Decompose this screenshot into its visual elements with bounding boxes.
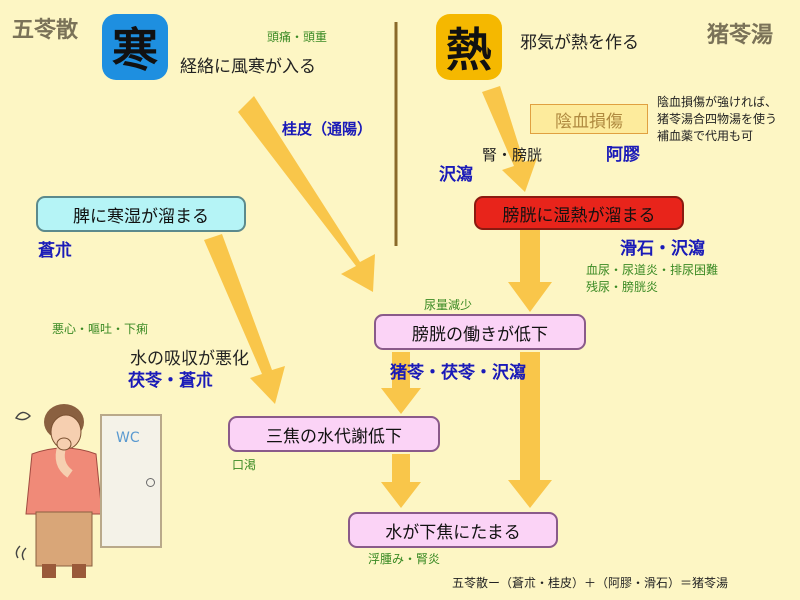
arrow-sanshou-to-water bbox=[381, 454, 421, 508]
yin-note-line: 補血薬で代用も可 bbox=[657, 129, 754, 143]
formula-name-goreisan: 五苓散 bbox=[12, 17, 79, 43]
bladder-work-box: 膀胱の働きが低下 bbox=[374, 314, 586, 350]
cold-symptom: 頭痛・頭重 bbox=[267, 30, 328, 44]
urinary-symptom: 血尿・尿道炎・排尿困難 bbox=[586, 263, 719, 277]
yin-note: 陰血損傷が強ければ、 猪苓湯合四物湯を使う 補血薬で代用も可 bbox=[657, 94, 777, 145]
thirst-label: 口渇 bbox=[232, 458, 257, 472]
formula-equation: 五苓散ー（蒼朮・桂皮）＋（阿膠・滑石）＝猪苓湯 bbox=[452, 576, 729, 590]
wc-label: WC bbox=[116, 430, 140, 446]
bukuryo-soujutsu-label: 茯苓・蒼朮 bbox=[128, 371, 213, 391]
urinary-symptom: 残尿・膀胱炎 bbox=[586, 280, 659, 294]
bladder-heat-box: 膀胱に湿熱が溜まる bbox=[474, 196, 684, 230]
sanshou-box: 三焦の水代謝低下 bbox=[228, 416, 440, 452]
kasseki-label: 滑石・沢瀉 bbox=[620, 239, 705, 259]
yin-note-line: 猪苓湯合四物湯を使う bbox=[657, 112, 778, 126]
door-knob bbox=[146, 478, 155, 487]
keihi-label: 桂皮（通陽） bbox=[282, 120, 373, 138]
cold-caption: 経絡に風寒が入る bbox=[180, 57, 316, 77]
arrow-heat-to-bladder bbox=[482, 86, 537, 192]
heat-caption: 邪気が熱を作る bbox=[520, 33, 639, 53]
arrow-cold-to-bladder-work bbox=[238, 96, 375, 292]
nausea-label: 悪心・嘔吐・下痢 bbox=[52, 322, 149, 336]
arrow-bladder-to-work bbox=[508, 230, 552, 312]
wc-door: WC bbox=[100, 414, 162, 548]
cold-badge: 寒 bbox=[102, 14, 168, 80]
soujutsu-label: 蒼朮 bbox=[38, 241, 72, 261]
chorei-set-label: 猪苓・茯苓・沢瀉 bbox=[390, 363, 526, 383]
yin-note-line: 陰血損傷が強ければ、 bbox=[657, 95, 778, 109]
takusha-label: 沢瀉 bbox=[439, 165, 473, 185]
urine-decrease: 尿量減少 bbox=[424, 298, 473, 312]
formula-name-choreito: 猪苓湯 bbox=[707, 22, 774, 48]
arrow-work-to-water bbox=[508, 352, 552, 508]
worry-scribble bbox=[15, 411, 31, 421]
urinary-symptoms: 血尿・尿道炎・排尿困難 残尿・膀胱炎 bbox=[586, 262, 718, 296]
arrow-spleen-to-sanshou bbox=[204, 234, 285, 404]
yin-damage-box: 陰血損傷 bbox=[530, 104, 648, 134]
spleen-box: 脾に寒湿が溜まる bbox=[36, 196, 246, 232]
kidney-label: 腎・膀胱 bbox=[482, 146, 543, 164]
arrow-work-to-sanshou bbox=[381, 352, 421, 414]
worried-person-illustration bbox=[15, 404, 103, 578]
absorb-label: 水の吸収が悪化 bbox=[130, 349, 249, 369]
heat-badge: 熱 bbox=[436, 14, 502, 80]
edema-label: 浮腫み・腎炎 bbox=[368, 552, 441, 566]
akyo-label: 阿膠 bbox=[606, 145, 640, 165]
water-box: 水が下焦にたまる bbox=[348, 512, 558, 548]
